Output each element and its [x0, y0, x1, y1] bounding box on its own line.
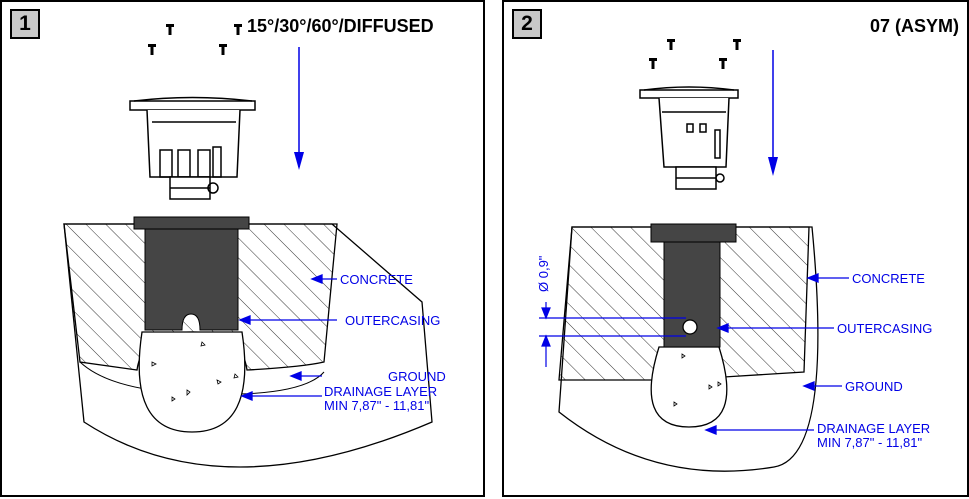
outercasing: [650, 223, 737, 243]
label-drainage-line2: MIN 7,87" - 11,81": [324, 398, 430, 413]
panel-title: 07 (ASYM): [869, 16, 959, 36]
label-ground: GROUND: [388, 369, 446, 384]
label-ground: GROUND: [845, 379, 903, 394]
label-drainage-line1: DRAINAGE LAYER: [817, 421, 931, 436]
label-drainage-line2: MIN 7,87" - 11,81": [817, 435, 923, 450]
installation-panel-2: 2 07 (ASYM): [502, 0, 969, 497]
installation-drawing: [63, 24, 433, 468]
installation-panel-1: 1 15°/30°/60°/DIFFUSED: [0, 0, 485, 497]
label-diameter: Ø 0,9": [536, 255, 551, 292]
label-outercasing: OUTERCASING: [837, 321, 933, 336]
label-concrete: CONCRETE: [852, 271, 925, 286]
casing-hole: [682, 319, 698, 335]
label-outercasing: OUTERCASING: [345, 313, 441, 328]
installation-drawing: [539, 39, 849, 472]
label-drainage-line1: DRAINAGE LAYER: [324, 384, 438, 399]
luminaire-body: [639, 86, 739, 190]
diameter-dimension: [539, 302, 686, 367]
panel-number-badge: 2: [512, 9, 542, 39]
luminaire-body: [129, 96, 256, 200]
screw-icons: [148, 24, 242, 55]
drainage-layer: [650, 346, 728, 428]
panel-title: 15°/30°/60°/DIFFUSED: [247, 16, 434, 36]
panel-number-badge: 1: [10, 9, 40, 39]
label-concrete: CONCRETE: [340, 272, 413, 287]
outercasing: [133, 216, 250, 230]
drainage-layer: [138, 331, 246, 433]
screw-icons: [649, 39, 741, 69]
